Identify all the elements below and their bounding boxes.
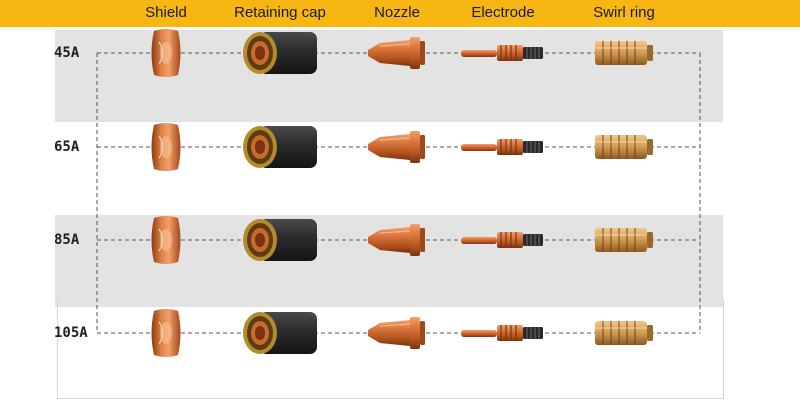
column-header-electrode: Electrode — [471, 4, 535, 21]
electrode-icon — [461, 139, 543, 155]
swirl-ring-icon — [595, 228, 653, 252]
row-label-105a: 105A — [54, 325, 88, 341]
row-label-65a: 65A — [54, 139, 80, 155]
electrode-icon — [461, 325, 543, 341]
table-frame — [57, 299, 724, 399]
electrode-icon — [461, 232, 543, 248]
nozzle-icon — [368, 131, 425, 163]
retaining-cap-icon — [243, 32, 317, 74]
shield-icon — [151, 29, 181, 77]
column-header-nozzle: Nozzle — [374, 4, 420, 21]
retaining-cap-icon — [243, 312, 317, 354]
retaining-cap-icon — [243, 126, 317, 168]
header-bar: Shield Retaining cap Nozzle Electrode Sw… — [0, 0, 800, 27]
row-label-85a: 85A — [54, 232, 80, 248]
shield-icon — [151, 216, 181, 264]
nozzle-icon — [368, 224, 425, 256]
electrode-icon — [461, 45, 543, 61]
nozzle-icon — [368, 37, 425, 69]
column-header-shield: Shield — [145, 4, 187, 21]
swirl-ring-icon — [595, 321, 653, 345]
swirl-ring-icon — [595, 41, 653, 65]
column-header-retaining-cap: Retaining cap — [234, 4, 326, 21]
retaining-cap-icon — [243, 219, 317, 261]
nozzle-icon — [368, 317, 425, 349]
shield-icon — [151, 123, 181, 171]
row-label-45a: 45A — [54, 45, 80, 61]
shield-icon — [151, 309, 181, 357]
swirl-ring-icon — [595, 135, 653, 159]
column-header-swirl-ring: Swirl ring — [593, 4, 655, 21]
